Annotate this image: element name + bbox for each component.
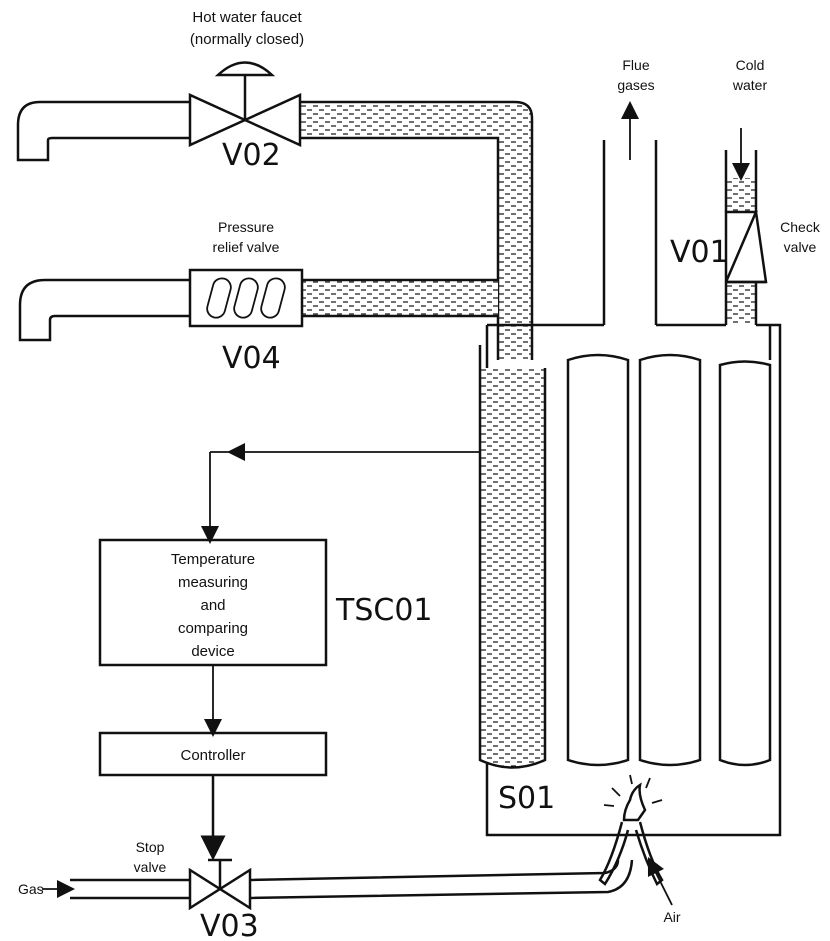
v02-label: V02 [222, 138, 281, 173]
v04-label: V04 [222, 341, 281, 376]
signal-line [201, 443, 480, 544]
tank-s01 [478, 323, 782, 837]
tm-label-3: and [200, 597, 225, 614]
tm-label-1: Temperature [171, 551, 255, 568]
v03-label: V03 [200, 909, 259, 941]
hot-water-faucet-v02[interactable] [188, 61, 302, 147]
cold-water-label-2: water [732, 77, 768, 93]
controller-label: Controller [180, 747, 245, 764]
hot-water-faucet-label-2: (normally closed) [190, 31, 304, 48]
flue-stack [602, 101, 658, 325]
cold-water-label: Cold [736, 57, 765, 73]
pressure-relief-valve-v04[interactable] [188, 268, 304, 328]
flue-gases-label-2: gases [617, 77, 654, 93]
air-label: Air [663, 909, 680, 925]
gas-label: Gas [18, 881, 44, 897]
check-valve-v01[interactable] [724, 210, 768, 284]
stop-valve-label: Stop [136, 839, 165, 855]
stop-valve-label-2: valve [134, 859, 167, 875]
hot-water-faucet-label: Hot water faucet [192, 9, 302, 26]
hot-water-pipe [16, 100, 534, 360]
pressure-relief-label-2: relief valve [213, 239, 280, 255]
check-valve-label: Check [780, 219, 821, 235]
pressure-relief-label: Pressure [218, 219, 274, 235]
pressure-relief-pipe [18, 278, 498, 342]
tm-label-5: device [191, 643, 234, 660]
stop-valve-v03[interactable] [188, 858, 252, 911]
tm-label-2: measuring [178, 574, 248, 591]
air-arrow [647, 856, 673, 906]
tsc01-label: TSC01 [335, 593, 433, 628]
cold-water-inlet [724, 128, 758, 325]
check-valve-label-2: valve [784, 239, 817, 255]
flue-gases-label: Flue [622, 57, 649, 73]
s01-label: S01 [498, 781, 555, 816]
gas-line [42, 859, 634, 900]
v01-label: V01 [670, 235, 729, 270]
tm-label-4: comparing [178, 620, 248, 637]
